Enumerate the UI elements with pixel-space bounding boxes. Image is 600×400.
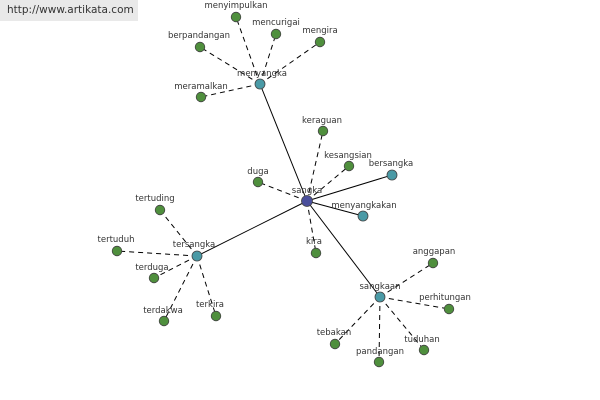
node-menyimpulkan[interactable] — [230, 11, 242, 23]
node-label-kira: kira — [306, 237, 322, 247]
edge-sangkaan-tebakan — [334, 296, 381, 345]
node-label-terduga: terduga — [135, 263, 168, 273]
node-label-menyimpulkan: menyimpulkan — [204, 1, 267, 11]
node-label-mengira: mengira — [302, 26, 337, 36]
node-terkira[interactable] — [210, 310, 222, 322]
node-duga[interactable] — [252, 176, 264, 188]
edge-tersangka-terkira — [196, 255, 217, 317]
node-terdakwa[interactable] — [158, 315, 170, 327]
edge-sangkaan-tuduhan — [379, 296, 425, 351]
node-tersangka[interactable] — [191, 250, 203, 262]
node-label-tertuding: tertuding — [135, 194, 174, 204]
node-sangka[interactable] — [301, 195, 313, 207]
labels-group: sangka menyangka tersangka sangkaan bersangk… — [98, 1, 471, 357]
edge-sangka-menyangka — [259, 83, 308, 202]
node-label-menyangka: menyangka — [237, 69, 287, 79]
node-menyangka[interactable] — [254, 78, 266, 90]
edge-tersangka-terduga — [153, 255, 198, 279]
nodes-group — [111, 11, 455, 368]
edge-sangkaan-perhitungan — [379, 296, 450, 310]
edge-menyangka-meramalkan — [200, 83, 261, 98]
node-label-menyangkakan: menyangkakan — [331, 201, 396, 211]
edge-menyangka-menyimpulkan — [235, 16, 261, 85]
node-pandangan[interactable] — [373, 356, 385, 368]
node-label-perhitungan: perhitungan — [419, 293, 471, 303]
edges-group — [116, 16, 450, 363]
node-label-anggapan: anggapan — [413, 247, 456, 257]
node-label-terdakwa: terdakwa — [143, 306, 183, 316]
node-label-duga: duga — [247, 167, 268, 177]
node-label-sangka: sangka — [292, 186, 322, 196]
node-label-berpandangan: berpandangan — [168, 31, 230, 41]
node-perhitungan[interactable] — [443, 303, 455, 315]
node-label-kesangsian: kesangsian — [324, 151, 372, 161]
node-label-sangkaan: sangkaan — [360, 282, 401, 292]
node-kira[interactable] — [310, 247, 322, 259]
node-meramalkan[interactable] — [195, 91, 207, 103]
node-menyangkakan[interactable] — [357, 210, 369, 222]
node-tebakan[interactable] — [329, 338, 341, 350]
edge-menyangka-mengira — [259, 41, 321, 85]
edge-sangka-menyangkakan — [306, 200, 364, 217]
node-tertuduh[interactable] — [111, 245, 123, 257]
node-label-keraguan: keraguan — [302, 116, 342, 126]
edge-tersangka-terdakwa — [163, 255, 198, 322]
node-label-mencurigai: mencurigai — [252, 18, 300, 28]
node-label-meramalkan: meramalkan — [174, 82, 227, 92]
edge-sangkaan-pandangan — [378, 296, 381, 363]
edge-sangka-bersangka — [306, 174, 393, 202]
node-keraguan[interactable] — [317, 125, 329, 137]
node-berpandangan[interactable] — [194, 41, 206, 53]
node-label-tersangka: tersangka — [173, 240, 215, 250]
edge-tersangka-tertuding — [159, 209, 198, 257]
node-label-terkira: terkira — [196, 300, 224, 310]
node-terduga[interactable] — [148, 272, 160, 284]
edge-sangka-kesangsian — [306, 165, 350, 202]
node-label-tebakan: tebakan — [317, 328, 352, 338]
node-bersangka[interactable] — [386, 169, 398, 181]
node-label-tertuduh: tertuduh — [98, 235, 135, 245]
node-sangkaan[interactable] — [374, 291, 386, 303]
node-mencurigai[interactable] — [270, 28, 282, 40]
node-label-tuduhan: tuduhan — [404, 335, 440, 345]
node-label-pandangan: pandangan — [356, 347, 404, 357]
edge-tersangka-tertuduh — [116, 250, 198, 257]
node-anggapan[interactable] — [427, 257, 439, 269]
node-mengira[interactable] — [314, 36, 326, 48]
edge-sangkaan-anggapan — [379, 262, 434, 298]
node-tuduhan[interactable] — [418, 344, 430, 356]
edge-sangka-keraguan — [306, 130, 324, 202]
edge-sangka-tersangka — [196, 200, 308, 257]
edge-sangka-sangkaan — [306, 200, 381, 298]
edge-menyangka-berpandangan — [199, 46, 261, 85]
node-tertuding[interactable] — [154, 204, 166, 216]
watermark-url: http://www.artikata.com — [0, 0, 138, 21]
node-kesangsian[interactable] — [343, 160, 355, 172]
node-label-bersangka: bersangka — [369, 159, 414, 169]
